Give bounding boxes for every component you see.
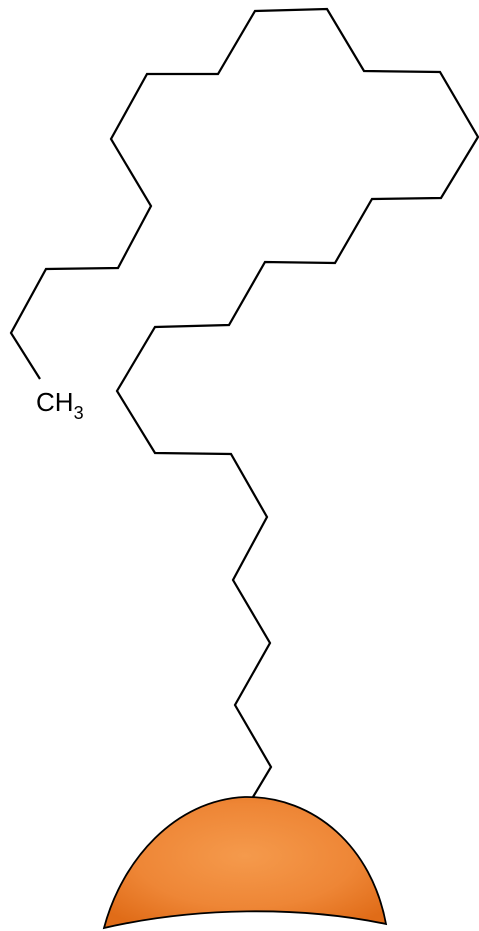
methyl-main: CH (36, 387, 74, 417)
methyl-subscript: 3 (74, 403, 84, 423)
methyl-group-label: CH3 (36, 387, 84, 423)
head-group (102, 796, 388, 930)
hydrocarbon-chain (9, 7, 479, 798)
